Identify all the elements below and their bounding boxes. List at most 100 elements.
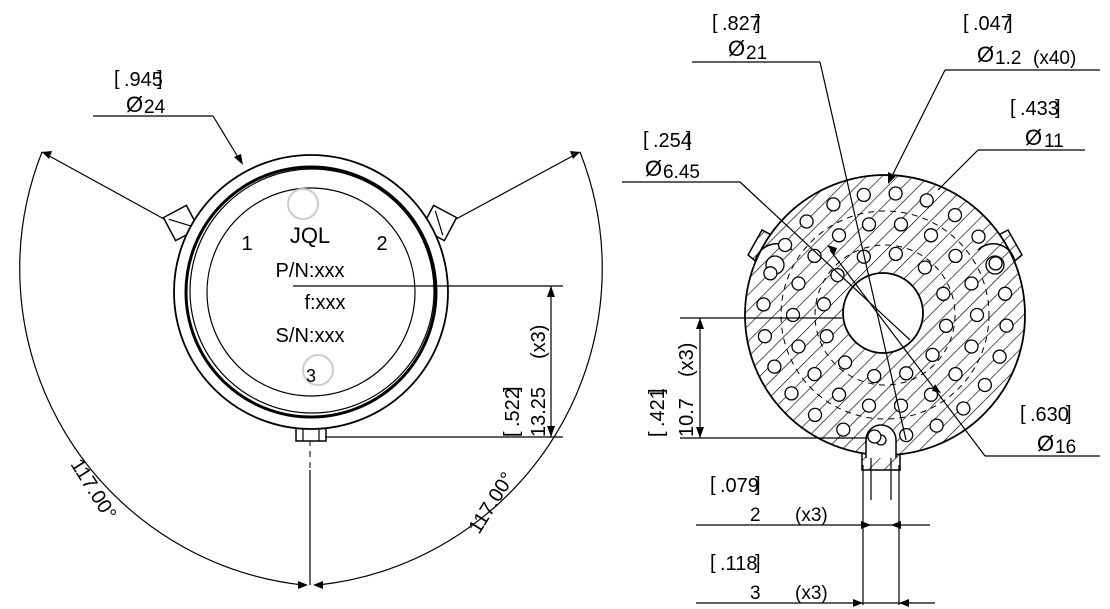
contact-hole (899, 366, 914, 381)
contact-hole (867, 429, 882, 444)
contact-hole (856, 187, 871, 203)
dim-bracket-close: ] (755, 474, 761, 496)
contact-hole (836, 422, 851, 437)
contact-hole (936, 286, 951, 301)
dim-bracket-open: [ (712, 12, 718, 34)
dim-outer-diameter: [ .945 ] Ø 24 (93, 68, 243, 165)
leader-line-11 (937, 149, 979, 191)
dim-bracket-close: ] (1007, 12, 1013, 34)
diameter-symbol: Ø (126, 92, 143, 117)
pin-label-3: 3 (306, 366, 316, 386)
contact-hole (807, 407, 823, 423)
leader-line-645 (739, 181, 911, 341)
dim-qty: (x40) (1033, 48, 1076, 69)
dim-bore: [ .827 ] Ø 21 (712, 12, 767, 64)
leader-line-bore (819, 61, 907, 441)
contact-hole (757, 329, 773, 344)
contact-hole (971, 229, 986, 244)
dim-mm: 1.2 (995, 48, 1021, 69)
diameter-symbol: Ø (977, 42, 994, 67)
leader-line-16 (829, 249, 986, 457)
dim-height: 13.25 (x3) [ .522 ] (293, 285, 563, 438)
dim-inch: .118 (720, 553, 757, 575)
dim-inch: .827 (722, 13, 761, 35)
outer-shell (173, 154, 449, 430)
dim-mm: 16 (1055, 437, 1076, 458)
arrowhead (899, 599, 909, 607)
contact-hole (956, 401, 971, 416)
contact-hole (948, 248, 963, 264)
contact-hole (784, 386, 799, 401)
marking-line1: JQL (290, 223, 330, 248)
contact-hole (988, 256, 1003, 271)
contact-hole (799, 214, 814, 229)
contact-hole (819, 329, 834, 344)
marking-line4: S/N:xxx (276, 325, 345, 347)
contact-hole (977, 377, 993, 393)
arrowhead (696, 318, 704, 329)
dim-circle-16: [ .630 ] Ø 16 (1020, 403, 1076, 458)
pin-mark-top (287, 188, 319, 220)
contact-hole (785, 307, 801, 323)
contact-hole (756, 297, 771, 312)
arrowhead (853, 599, 863, 607)
contact-hole (969, 307, 985, 323)
dim-circle-645: [ .254 ] Ø 6.45 (643, 129, 700, 183)
dim-mm: 13.25 (528, 387, 550, 437)
contact-hole (899, 427, 914, 443)
contact-hole (929, 418, 944, 433)
contact-hole (763, 266, 778, 281)
contact-hole (964, 276, 979, 291)
dim-bracket-open: [ (710, 474, 716, 496)
hole-pitch-circle (780, 210, 990, 420)
contact-hole (917, 260, 933, 275)
diameter-symbol: Ø (1025, 125, 1042, 150)
contact-hole (826, 197, 841, 212)
dim-inch: .522 (502, 388, 524, 427)
arrowhead (861, 521, 871, 529)
contact-hole (938, 318, 954, 333)
dim-bracket-close: ] (686, 129, 692, 151)
arrowhead (696, 427, 704, 438)
arrowhead (42, 151, 52, 159)
dim-qty: (x3) (676, 343, 698, 377)
dim-bracket-close: ] (646, 388, 668, 394)
contact-hole (992, 349, 1007, 364)
dim-bracket-close: ] (501, 386, 523, 392)
angle-arc-right (317, 151, 603, 586)
dim-bracket-open: [ (501, 431, 523, 437)
dim-tab-width: [ .118 ] 3 (x3) (710, 552, 828, 604)
contact-hole (791, 339, 806, 354)
contact-hole (830, 267, 845, 283)
diameter-symbol: Ø (1037, 431, 1054, 456)
dim-inch: .630 (1030, 404, 1069, 426)
contact-hole (767, 359, 782, 374)
dim-bracket-close: ] (755, 12, 761, 34)
contact-hole (816, 297, 832, 312)
dim-bracket-close: ] (755, 552, 761, 574)
arrowhead (547, 426, 555, 437)
contact-hole (964, 339, 979, 354)
angle-extension-right (444, 151, 581, 226)
diameter-symbol: Ø (728, 36, 745, 61)
contact-hole (947, 207, 963, 223)
face-circle (206, 187, 416, 397)
contact-hole (888, 186, 903, 201)
dim-inch: .421 (647, 388, 669, 427)
pin-label-2: 2 (376, 233, 387, 255)
contact-holes (756, 186, 1014, 444)
dim-bracket-close: ] (157, 68, 163, 90)
contact-hole (861, 217, 877, 232)
dim-qty: (x3) (528, 325, 550, 359)
dim-mm: 24 (144, 97, 166, 118)
right-view: 10.7 (x3) [ .421 ] (622, 61, 1100, 607)
contact-hole (997, 286, 1013, 301)
dim-qty: (x3) (795, 583, 828, 604)
dim-slot-width: [ .079 ] 2 (x3) (710, 474, 828, 526)
hole-pitch-circle-inner (814, 244, 956, 386)
leader-line (212, 115, 242, 163)
dim-mm: 10.7 (676, 398, 698, 437)
contact-hole (837, 355, 853, 370)
contact-hole (893, 398, 909, 413)
